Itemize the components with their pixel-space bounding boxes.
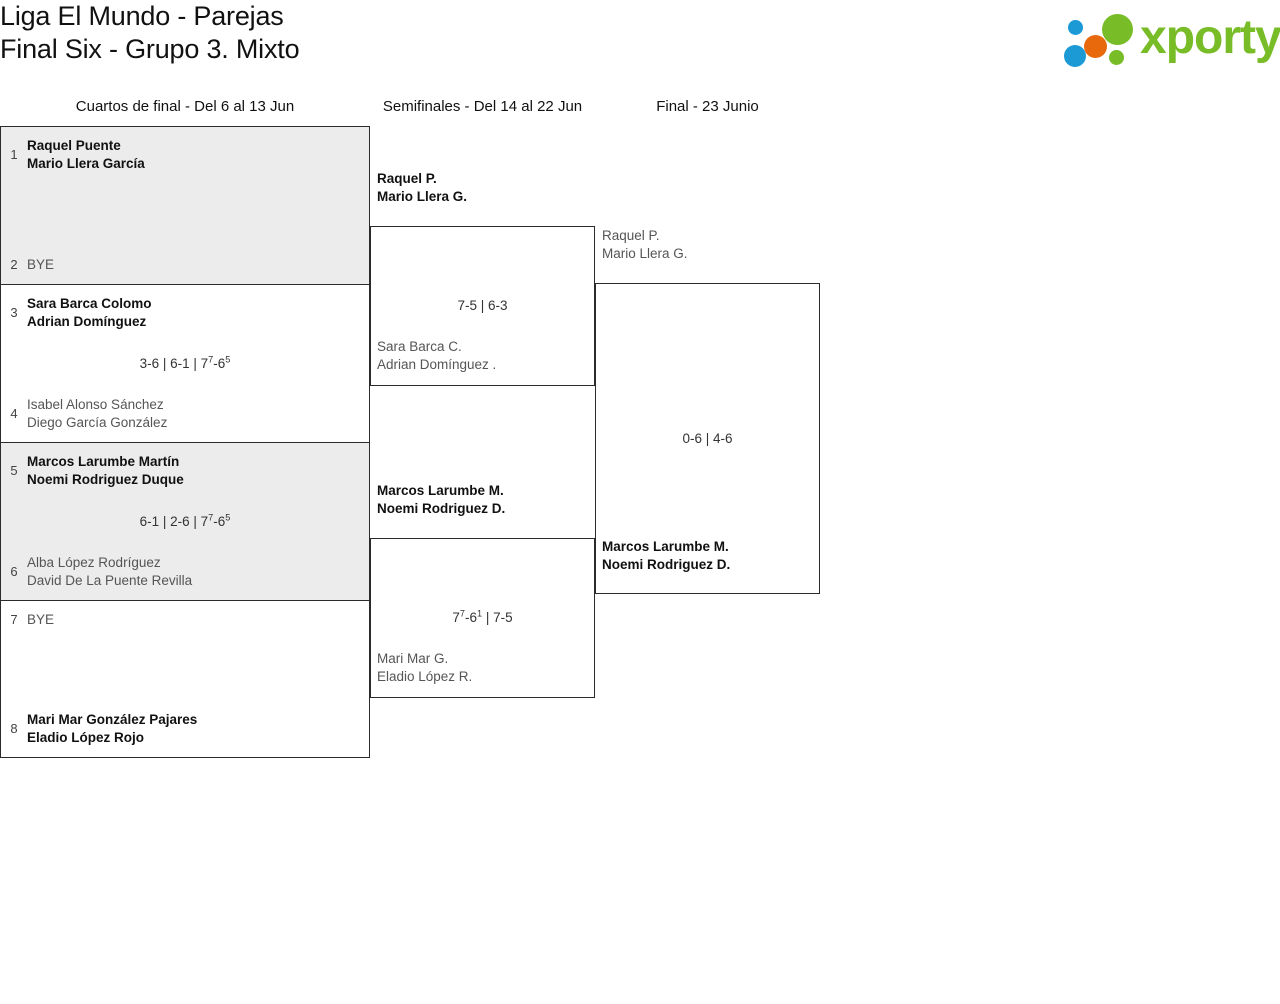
final-bottom-team[interactable]: Marcos Larumbe M. Noemi Rodriguez D. bbox=[602, 539, 731, 572]
team-names: Sara Barca Colomo Adrian Domínguez bbox=[27, 296, 152, 329]
page-title: Liga El Mundo - Parejas Final Six - Grup… bbox=[0, 0, 760, 66]
quarterfinal-4-top-entry[interactable]: 7 BYE bbox=[1, 611, 369, 629]
score-segment: 7 bbox=[452, 610, 460, 625]
team-names: Mari Mar González Pajares Eladio López R… bbox=[27, 712, 198, 745]
score-tiebreak: 1 bbox=[477, 608, 483, 619]
semifinal-match-2[interactable]: 77-61 | 7-5 bbox=[370, 538, 595, 698]
team-names: BYE bbox=[27, 612, 55, 627]
seed-number: 4 bbox=[10, 406, 18, 421]
score-tiebreak: 7 bbox=[459, 608, 465, 619]
semifinal-1-top-team[interactable]: Raquel P. Mario Llera G. bbox=[377, 171, 468, 204]
seed-number: 7 bbox=[10, 612, 18, 627]
team-names: Marcos Larumbe Martín Noemi Rodriguez Du… bbox=[27, 454, 184, 487]
seed-number: 3 bbox=[10, 305, 18, 320]
score-segment: 6-1 | 2-6 | 7 bbox=[139, 513, 209, 529]
quarterfinal-1-top-entry[interactable]: 1 Raquel Puente Mario Llera García bbox=[1, 137, 369, 173]
score-segment: 0-6 | 4-6 bbox=[682, 430, 733, 446]
quarterfinal-2-bottom-entry[interactable]: 4 Isabel Alonso Sánchez Diego García Gonz… bbox=[1, 396, 369, 432]
score-tiebreak: 5 bbox=[225, 354, 231, 364]
seed-number: 5 bbox=[10, 463, 18, 478]
quarterfinal-2-top-entry[interactable]: 3 Sara Barca Colomo Adrian Domínguez bbox=[1, 295, 369, 331]
seed-number: 6 bbox=[10, 564, 18, 579]
score-segment: -6 bbox=[464, 610, 477, 625]
quarterfinal-match-4[interactable]: 7 BYE 8 Mari Mar González Pajares Eladio Ló… bbox=[0, 600, 370, 758]
seed-number: 8 bbox=[10, 721, 18, 736]
score-segment: 7-5 | 6-3 bbox=[457, 298, 508, 313]
quarterfinal-3-score: 6-1 | 2-6 | 77-65 bbox=[1, 512, 369, 531]
semifinal-1-bottom-team[interactable]: Sara Barca C. Adrian Domínguez . bbox=[377, 339, 497, 372]
quarterfinal-4-bottom-entry[interactable]: 8 Mari Mar González Pajares Eladio López … bbox=[1, 711, 369, 747]
round-header-semifinals: Semifinales - Del 14 al 22 Jun bbox=[382, 98, 583, 115]
seed-number: 2 bbox=[10, 257, 18, 272]
score-tiebreak: 5 bbox=[225, 512, 231, 522]
score-tiebreak: 7 bbox=[208, 354, 214, 364]
seed-number: 1 bbox=[10, 147, 18, 162]
score-segment: -6 bbox=[213, 355, 226, 371]
logo-dot-blue-small-icon bbox=[1068, 20, 1083, 35]
logo-dot-green-large-icon bbox=[1102, 14, 1133, 45]
quarterfinal-match-3[interactable]: 5 Marcos Larumbe Martín Noemi Rodriguez D… bbox=[0, 442, 370, 600]
final-match[interactable]: 0-6 | 4-6 bbox=[595, 283, 820, 594]
logo-dot-orange-icon bbox=[1084, 35, 1107, 58]
round-header-final: Final - 23 Junio bbox=[656, 98, 759, 115]
page-title-line-1: Liga El Mundo - Parejas bbox=[0, 1, 284, 31]
logo-dot-blue-large-icon bbox=[1064, 45, 1086, 67]
score-segment: 3-6 | 6-1 | 7 bbox=[139, 355, 209, 371]
final-score: 0-6 | 4-6 bbox=[596, 430, 819, 448]
page-title-line-2: Final Six - Grupo 3. Mixto bbox=[0, 34, 300, 64]
quarterfinal-3-top-entry[interactable]: 5 Marcos Larumbe Martín Noemi Rodriguez D… bbox=[1, 453, 369, 489]
semifinal-2-top-team[interactable]: Marcos Larumbe M. Noemi Rodriguez D. bbox=[377, 483, 506, 516]
score-tiebreak: 7 bbox=[208, 512, 214, 522]
score-segment: -6 bbox=[213, 513, 226, 529]
round-header-quarterfinals: Cuartos de final - Del 6 al 13 Jun bbox=[75, 98, 295, 115]
quarterfinal-match-2[interactable]: 3 Sara Barca Colomo Adrian Domínguez 4 Isab… bbox=[0, 284, 370, 442]
team-names: Raquel Puente Mario Llera García bbox=[27, 138, 145, 171]
score-segment: | 7-5 bbox=[482, 610, 513, 625]
team-names: Isabel Alonso Sánchez Diego García Gonzá… bbox=[27, 397, 168, 430]
logo-wordmark: xporty bbox=[1140, 11, 1280, 64]
semifinal-1-score: 7-5 | 6-3 bbox=[371, 297, 594, 315]
quarterfinal-3-bottom-entry[interactable]: 6 Alba López Rodríguez David De La Puente… bbox=[1, 554, 369, 590]
team-names: BYE bbox=[27, 257, 55, 272]
logo-dots-icon bbox=[1062, 12, 1136, 67]
semifinal-match-1[interactable]: 7-5 | 6-3 bbox=[370, 226, 595, 386]
logo-dot-green-small-icon bbox=[1109, 50, 1124, 65]
quarterfinal-1-bottom-entry[interactable]: 2 BYE bbox=[1, 256, 369, 274]
semifinal-2-bottom-team[interactable]: Mari Mar G. Eladio López R. bbox=[377, 651, 473, 684]
final-top-team[interactable]: Raquel P. Mario Llera G. bbox=[602, 228, 688, 261]
semifinal-2-score: 77-61 | 7-5 bbox=[371, 609, 594, 627]
xporty-logo[interactable]: xporty bbox=[1044, 8, 1280, 68]
quarterfinal-match-1[interactable]: 1 Raquel Puente Mario Llera García 2 BYE bbox=[0, 126, 370, 284]
team-names: Alba López Rodríguez David De La Puente … bbox=[27, 555, 193, 588]
quarterfinal-2-score: 3-6 | 6-1 | 77-65 bbox=[1, 354, 369, 373]
